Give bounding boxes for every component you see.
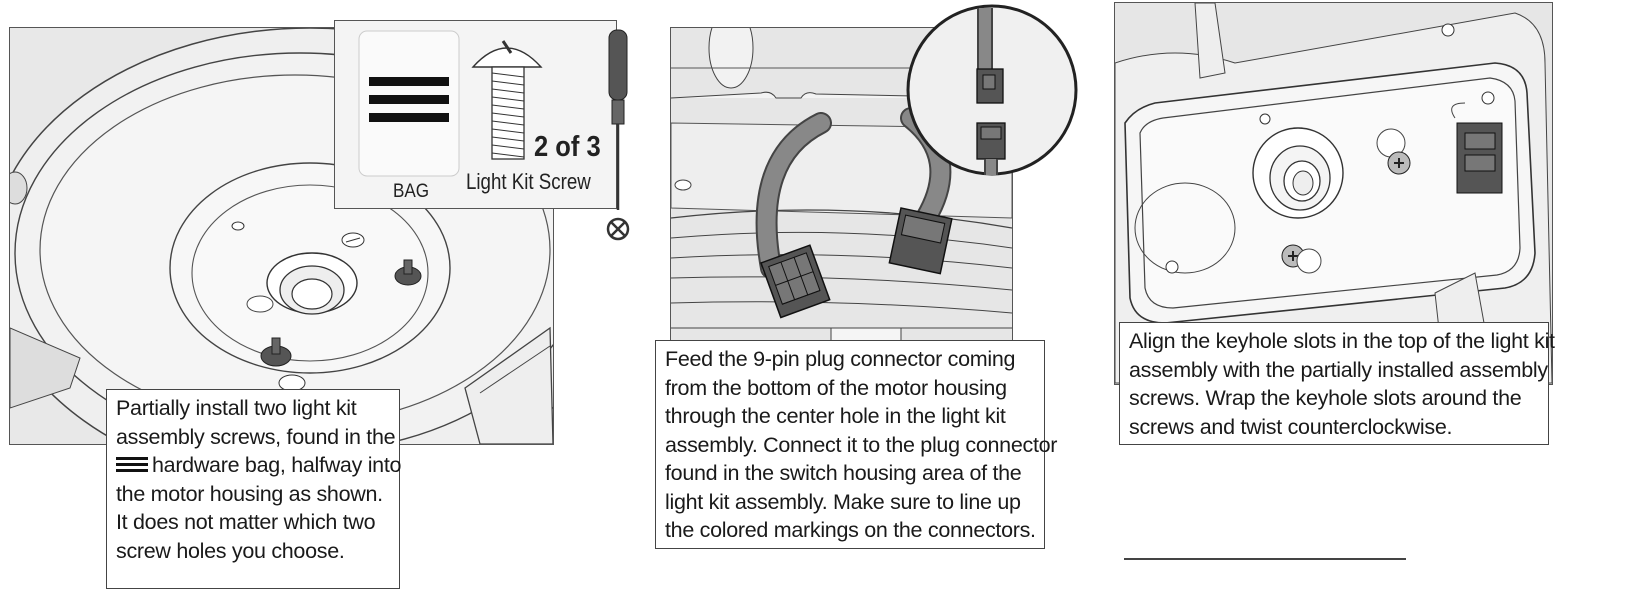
screw-drawing [471,40,543,160]
caption-line-with-icon: hardware bag, halfway into [116,451,401,480]
three-bar-bag-icon [116,457,148,473]
switch-housing [1451,102,1503,194]
caption-line: Feed the 9-pin plug connector coming [665,347,1016,371]
caption-line: light kit assembly. Make sure to line up [665,489,1021,514]
screw-right [394,259,422,286]
screw-bottom [260,337,292,367]
step2-caption: Feed the 9-pin plug connector coming fro… [655,340,1058,549]
caption-line: hardware bag, halfway into [152,453,402,477]
x-circle-icon [606,217,630,241]
caption-line: assembly screws, found in the [116,424,396,449]
caption-line: the colored markings on the connectors. [665,518,1036,542]
caption-line: screws. Wrap the keyhole slots around th… [1129,386,1522,410]
bag-label: BAG [393,181,430,202]
hardware-drawing [358,30,543,177]
hardware-inset: BAG 2 of 3 Light Kit Screw [334,20,617,209]
caption-line: the motor housing as shown. [116,481,383,506]
caption-line: through the center hole in the light kit [665,404,1006,428]
next-panel-edge [1124,558,1406,590]
caption-line: from the bottom of the motor housing [665,375,1007,400]
9-pin-connector [760,244,831,319]
caption-line: Align the keyhole slots in the top of th… [1129,329,1555,353]
caption-line: assembly with the partially installed as… [1129,357,1548,382]
step1-caption: Partially install two light kit assembly… [106,389,401,589]
magnified-connector-inset [906,4,1078,176]
caption-line: Partially install two light kit [116,396,357,420]
switch-connector [888,207,953,275]
caption-line: assembly. Connect it to the plug connect… [665,432,1058,457]
step2-illustration [670,27,1013,344]
screwdriver-icon [606,29,630,241]
hardware-part-name: Light Kit Screw [466,169,591,194]
step3-caption: Align the keyhole slots in the top of th… [1119,322,1555,445]
screw-head-upper [1387,151,1411,175]
light-kit-drawing [1115,3,1552,384]
step3-illustration [1114,2,1553,385]
caption-line: screw holes you choose. [116,538,345,563]
hardware-count: 2 of 3 [534,131,601,163]
caption-line: screws and twist counterclockwise. [1129,414,1453,439]
caption-line: found in the switch housing area of the [665,461,1022,485]
caption-line: It does not matter which two [116,510,376,534]
